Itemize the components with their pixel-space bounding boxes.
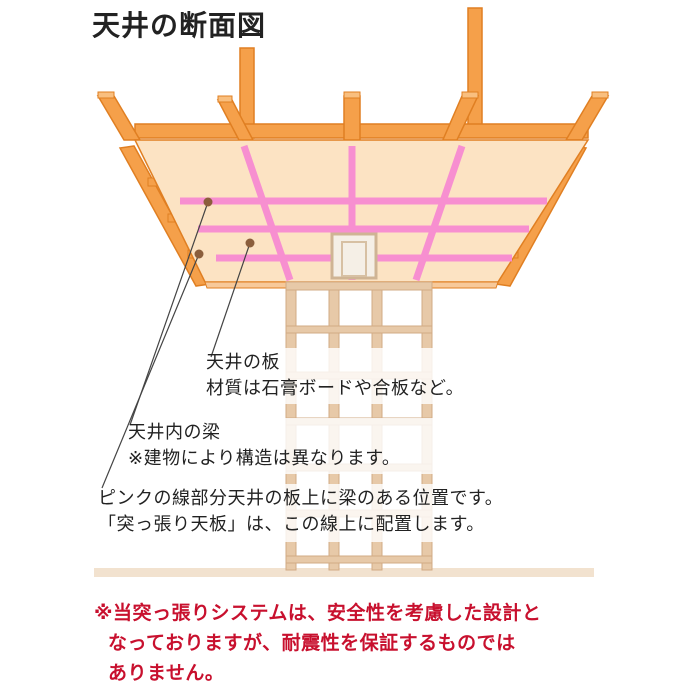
beam-label: 天井内の梁 [128,422,221,443]
diagram-title: 天井の断面図 [92,9,267,42]
leader-ceiling-board [210,242,251,358]
pink-line-v3 [412,144,466,282]
tension-plate-inner [341,241,367,277]
placement-note: 「突っ張り天板」は、この線上に配置します。 [98,514,485,535]
label-backing [96,348,584,542]
back-studs [239,7,483,139]
warning-line-3: ありません。 [108,662,225,684]
leader-pink-line [101,253,200,489]
lattice-rail-2 [285,325,433,334]
lattice-rail-7 [285,555,433,564]
leader-dot-beam [203,197,213,207]
lattice-rail-1 [285,281,433,291]
top-back-beam [134,123,589,139]
back-stud-right [467,7,483,137]
pink-line-v1 [240,144,294,282]
pink-line-note: ピンクの線部分天井の板上に梁のある位置です。 [98,488,504,509]
beam-note-label: ※建物により構造は異なります。 [128,448,401,469]
leader-dot-pink [194,249,204,259]
warning-line-2: なっておりますが、耐震性を保証するものでは [108,632,516,654]
leader-dots [194,197,255,259]
warning-notice: ※当突っ張りシステムは、安全性を考慮した設計と なっておりますが、耐震性を保証す… [94,598,654,688]
leader-dot-board [245,238,255,248]
ceiling-board-material-label: 材質は石膏ボードや合板など。 [206,378,465,399]
warning-line-1: ※当突っ張りシステムは、安全性を考慮した設計と [94,602,542,624]
joist-left [96,95,142,141]
ceiling-board-label: 天井の板 [206,352,280,373]
tension-plate [330,232,378,280]
joist-caps [97,91,609,103]
leader-lines [101,201,251,489]
joist-center [343,95,361,143]
floor-line [94,568,594,577]
